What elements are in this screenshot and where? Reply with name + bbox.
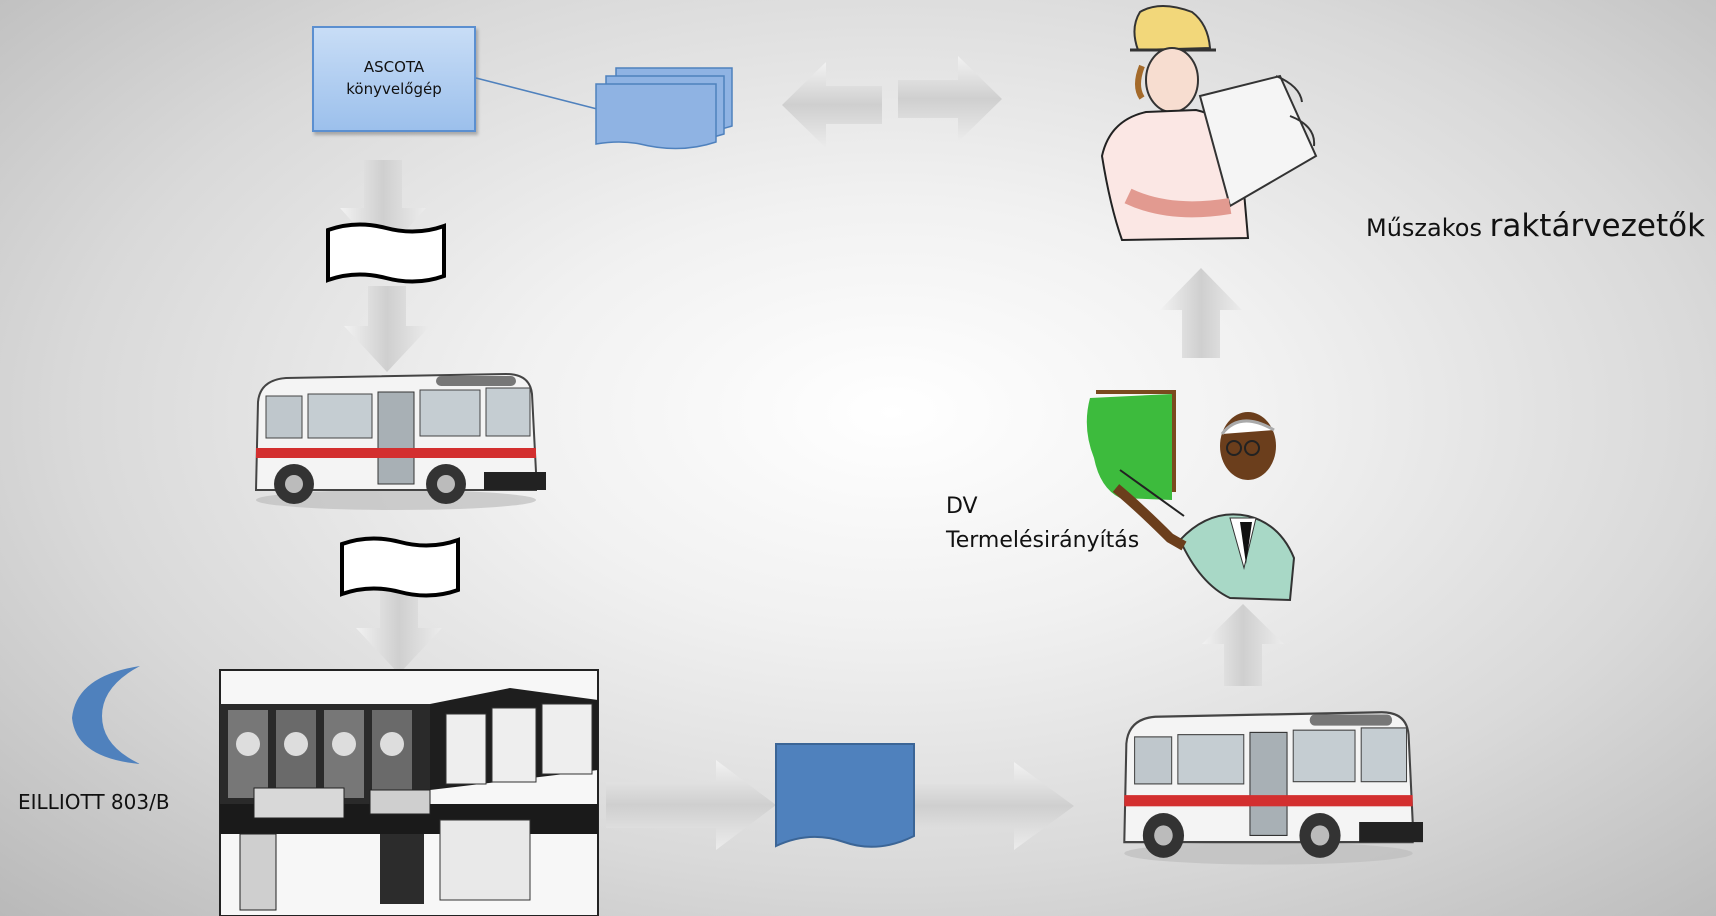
computer-photo [219, 669, 599, 916]
dv-label: DV Termelésirányítás [946, 490, 1139, 558]
bus-icon [1123, 711, 1425, 866]
connector-line [475, 77, 602, 111]
dv-label-line2: Termelésirányítás [946, 528, 1140, 553]
down-arrow-icon [344, 286, 430, 372]
ascota-label-line2: könyvelőgép [346, 80, 442, 98]
right-arrow-icon [898, 56, 1002, 142]
right-arrow-icon [606, 760, 776, 850]
ascota-label-line1: ASCOTA [363, 58, 425, 77]
down-arrow-icon [356, 584, 442, 674]
tape-icon [340, 536, 460, 598]
bus-icon [255, 373, 547, 511]
ascota-box: ASCOTA könyvelőgép [312, 26, 476, 132]
document-icon [775, 743, 915, 848]
engineer-label-part2: raktárvezetők [1489, 208, 1706, 244]
presenter-icon [1086, 390, 1296, 602]
tape-icon [326, 222, 446, 284]
crescent-icon [72, 666, 140, 764]
up-arrow-icon [1160, 268, 1242, 358]
engineer-label: Műszakos raktárvezetők [1366, 208, 1705, 244]
document-stack-icon [595, 67, 733, 150]
engineer-icon [1100, 5, 1318, 242]
dv-label-line1: DV [946, 494, 978, 519]
right-arrow-icon [910, 762, 1074, 850]
computer-label: EILLIOTT 803/B [18, 790, 170, 814]
engineer-label-part1: Műszakos [1366, 214, 1482, 242]
left-arrow-icon [782, 62, 882, 148]
up-arrow-icon [1202, 604, 1284, 686]
